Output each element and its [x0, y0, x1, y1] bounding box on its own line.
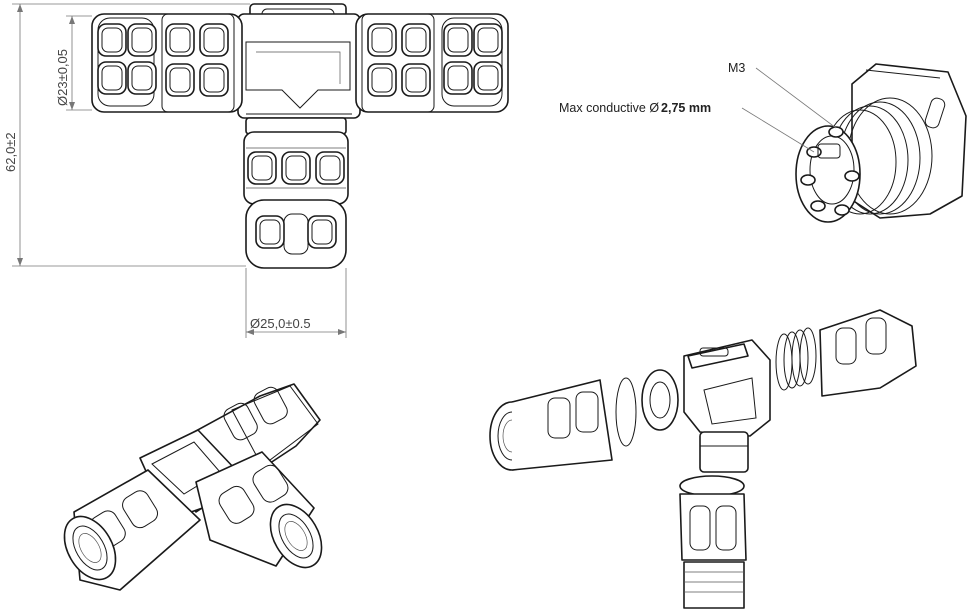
- max-conductive-value: 2,75 mm: [661, 101, 711, 115]
- thread-callout: M3: [728, 61, 745, 75]
- detail-view: [741, 63, 967, 223]
- exploded-view: [489, 309, 917, 609]
- dimension-lines: [12, 3, 347, 338]
- max-conductive-prefix: Max conductive Ø: [559, 101, 659, 115]
- isometric-view: [53, 383, 333, 591]
- height-62-label: 62,0±2: [3, 132, 18, 172]
- front-view: [91, 3, 509, 269]
- diameter-25-label: Ø25,0±0.5: [250, 316, 311, 331]
- diameter-23-label: Ø23±0,05: [55, 49, 70, 106]
